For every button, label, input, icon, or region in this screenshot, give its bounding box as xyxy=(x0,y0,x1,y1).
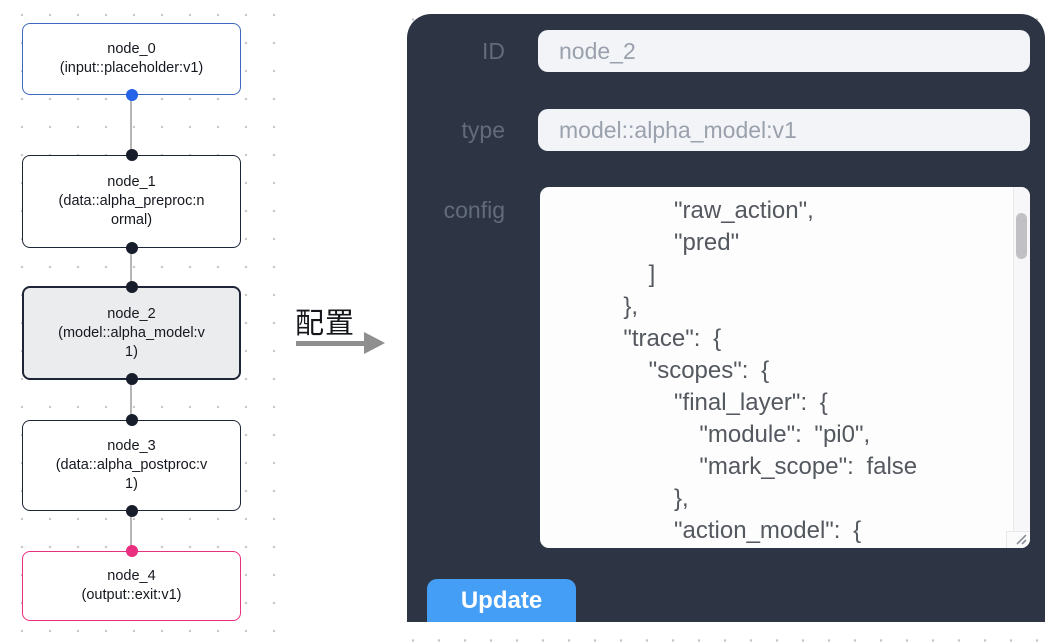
edge-node3-node4[interactable] xyxy=(130,511,132,551)
target-handle-dot[interactable] xyxy=(125,545,138,557)
node-subtitle: (model::alpha_model:v1) xyxy=(58,324,205,360)
config-field-label: config xyxy=(443,197,505,223)
node-subtitle: (output::exit:v1) xyxy=(81,587,182,603)
scrollbar-track[interactable] xyxy=(1013,187,1030,548)
flow-node-node_1[interactable]: node_1 (data::alpha_preproc:normal) xyxy=(22,149,241,254)
arrow-right-icon xyxy=(364,332,385,354)
id-field-label: ID xyxy=(482,38,505,64)
textarea-resize-handle[interactable] xyxy=(1006,531,1030,548)
node-config-panel: ID type config "raw_action", "pred" ] },… xyxy=(407,14,1045,622)
node-title: node_1 xyxy=(107,174,156,190)
node-title: node_4 xyxy=(107,568,156,584)
flow-node-node_2[interactable]: node_2 (model::alpha_model:v1) xyxy=(22,281,241,385)
type-input[interactable] xyxy=(538,109,1030,151)
config-json-content[interactable]: "raw_action", "pred" ] }, "trace": { "sc… xyxy=(623,197,918,544)
edge-node2-node3[interactable] xyxy=(130,380,132,420)
flow-node-node_0[interactable]: node_0 (input::placeholder:v1) xyxy=(22,23,241,101)
id-input[interactable] xyxy=(538,30,1030,72)
target-handle-dot[interactable] xyxy=(125,414,138,426)
source-handle-dot[interactable] xyxy=(125,505,138,517)
node-title: node_0 xyxy=(107,41,156,57)
flow-node-node_4[interactable]: node_4 (output::exit:v1) xyxy=(22,545,241,621)
edge-node1-node2[interactable] xyxy=(130,248,132,286)
config-annotation-label: 配置 xyxy=(295,308,356,340)
node-title: node_3 xyxy=(107,438,156,454)
node-subtitle: (data::alpha_postproc:v1) xyxy=(55,457,208,492)
edge-node0-node1[interactable] xyxy=(130,95,132,155)
type-field-label: type xyxy=(461,117,505,143)
arrow-shaft xyxy=(296,341,366,346)
source-handle-dot[interactable] xyxy=(125,373,138,385)
source-handle-dot[interactable] xyxy=(125,89,138,101)
node-title: node_2 xyxy=(107,305,156,322)
target-handle-dot[interactable] xyxy=(125,149,138,161)
resize-grip-icon xyxy=(1016,534,1027,545)
update-button[interactable]: Update xyxy=(427,579,576,622)
flow-node-node_3[interactable]: node_3 (data::alpha_postproc:v1) xyxy=(22,414,241,517)
scrollbar-thumb[interactable] xyxy=(1016,213,1027,259)
source-handle-dot[interactable] xyxy=(125,242,138,254)
node-subtitle: (data::alpha_preproc:normal) xyxy=(58,193,205,228)
node-subtitle: (input::placeholder:v1) xyxy=(59,60,204,76)
target-handle-dot[interactable] xyxy=(125,281,138,293)
config-textarea[interactable]: "raw_action", "pred" ] }, "trace": { "sc… xyxy=(540,187,1030,548)
